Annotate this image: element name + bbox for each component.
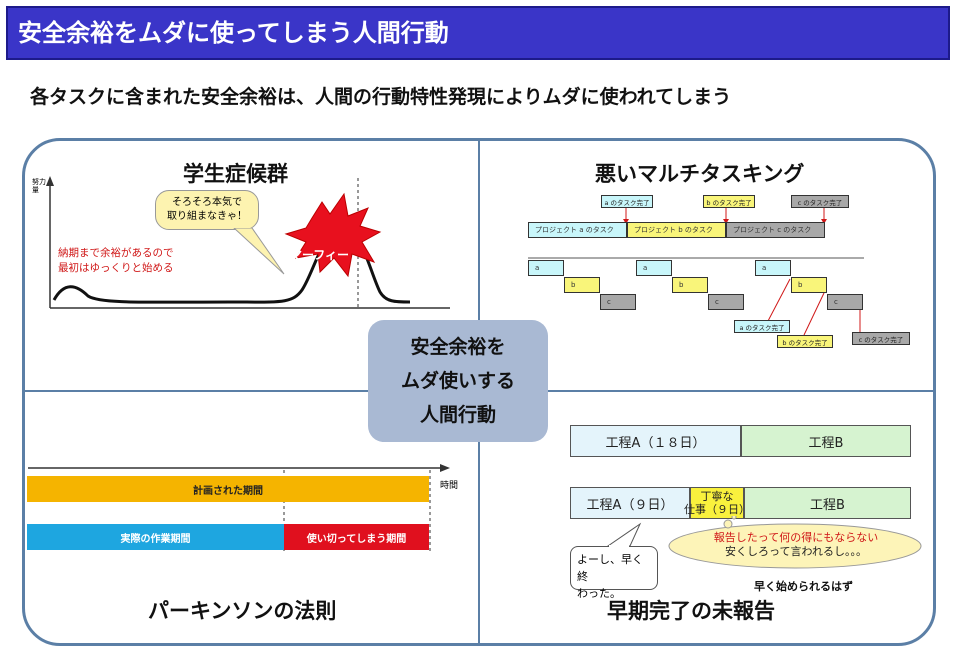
q4-thought-cloud (668, 516, 922, 569)
q2-top-label-c: c のタスク完了 (791, 195, 849, 208)
q4-cloud-line1: 報告したって何の得にもならない (713, 531, 879, 544)
planned-period-bar: 計画された期間 (27, 476, 429, 502)
subtitle: 各タスクに含まれた安全余裕は、人間の行動特性発現によりムダに使われてしまう (30, 86, 732, 108)
q4-speech-bubble: よーし、早く終 わった。 (570, 546, 658, 600)
q1-burst-label: マーフィー (290, 248, 350, 262)
center-callout: 安全余裕を ムダ使いする 人間行動 (368, 320, 548, 442)
q4-row2-process-a: 工程A（９日） (570, 487, 690, 519)
page-title: 安全余裕をムダに使ってしまう人間行動 (18, 19, 449, 47)
y-axis-arrow (46, 176, 54, 186)
q4-cloud-line2: 安くしろって言われるし。。。 (725, 545, 867, 558)
q1-note-line2: 最初はゆっくりと始める (58, 262, 174, 274)
q1-y-axis-label: 努力量 (32, 178, 46, 194)
q2-stair-a1: a (528, 260, 564, 276)
q2-bottom-label-b: b のタスク完了 (777, 335, 833, 348)
center-line3: 人間行動 (419, 404, 496, 426)
q2-top-box-c: プロジェクト c のタスク (726, 222, 825, 238)
student-syndrome-graph (46, 176, 450, 309)
q4-row1-process-a: 工程A（１８日） (570, 425, 741, 457)
center-line2: ムダ使いする (400, 370, 515, 392)
q2-stair-b3: b (791, 277, 827, 293)
q4-title: 早期完了の未報告 (607, 599, 775, 623)
actual-period-bar: 実際の作業期間 (27, 524, 284, 550)
q4-row2-process-b: 工程B (744, 487, 911, 519)
page-title-banner: 安全余裕をムダに使ってしまう人間行動 (6, 6, 950, 60)
q4-speech-line2: わった。 (577, 587, 621, 600)
q1-note: 納期まで余裕があるので 最初はゆっくりと始める (58, 246, 174, 276)
q2-top-label-b: b のタスク完了 (703, 195, 755, 208)
q2-arrows (528, 208, 864, 336)
q4-row1-process-b: 工程B (741, 425, 911, 457)
q1-note-line1: 納期まで余裕があるので (58, 247, 174, 259)
q2-stair-c1: c (600, 294, 636, 310)
q2-top-box-b: プロジェクト b のタスク (627, 222, 726, 238)
murphy-burst (284, 192, 382, 278)
q2-stair-b1: b (564, 277, 600, 293)
q1-bubble-line2: 取り組まなきゃ！ (167, 211, 247, 222)
q1-bubble-tail (233, 228, 285, 275)
q2-bottom-label-a: a のタスク完了 (734, 320, 790, 333)
time-axis-label: 時間 (440, 481, 459, 491)
q4-mid-line1: 丁寧な (700, 490, 734, 503)
q1-bubble-line1: そろそろ本気で (172, 197, 242, 208)
effort-curve (52, 226, 411, 304)
q4-mid-line2: 仕事（９日） (684, 503, 750, 516)
q4-cloud-text: 報告したって何の得にもならない 安くしろって言われるし。。。 (690, 531, 902, 559)
time-axis-arrow (440, 464, 450, 472)
q2-stair-b2: b (672, 277, 708, 293)
q4-row2-careful-work: 丁寧な 仕事（９日） (684, 487, 750, 519)
center-line1: 安全余裕を (410, 336, 506, 358)
q4-note: 早く始められるはず (754, 580, 853, 593)
q4-speech-line1: よーし、早く終 (577, 553, 643, 583)
q2-top-label-a: a のタスク完了 (601, 195, 653, 208)
q2-bottom-label-c: c のタスク完了 (852, 332, 910, 345)
q2-stair-a2: a (636, 260, 672, 276)
q2-stair-a3: a (755, 260, 791, 276)
q1-thought-bubble: そろそろ本気で 取り組まなきゃ！ (155, 190, 259, 230)
q2-top-box-a: プロジェクト a のタスク (528, 222, 627, 238)
wasted-period-bar: 使い切ってしまう期間 (284, 524, 429, 550)
q4-speech-tail (606, 522, 642, 547)
q2-stair-c2: c (708, 294, 744, 310)
q2-title: 悪いマルチタスキング (595, 162, 805, 186)
q3-title: パーキンソンの法則 (148, 599, 337, 623)
q1-title: 学生症候群 (183, 162, 288, 186)
q2-stair-c3: c (827, 294, 863, 310)
